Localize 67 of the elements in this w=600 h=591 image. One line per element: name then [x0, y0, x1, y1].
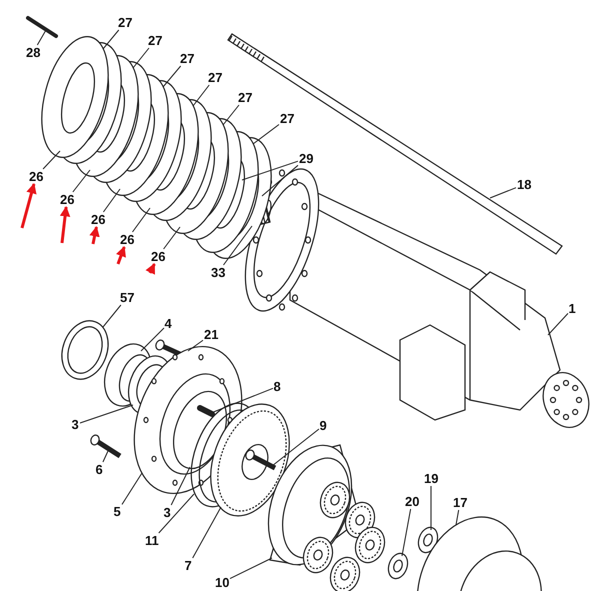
leader-line: [42, 150, 60, 170]
leader-line: [158, 494, 194, 534]
leader-line: [102, 188, 120, 212]
leader-line: [36, 30, 46, 46]
leader-line: [402, 508, 412, 556]
callout-number: 21: [204, 326, 218, 342]
leader-line: [140, 328, 164, 352]
callout-number: 7: [184, 558, 192, 572]
callout-number: 20: [405, 494, 420, 508]
callout-number: 27: [280, 110, 294, 126]
arrow: [20, 182, 37, 228]
arrow: [60, 206, 70, 244]
leader-line: [272, 428, 320, 466]
leader-line: [162, 66, 182, 88]
callout-number: 33: [211, 264, 226, 280]
callout-number: 9: [320, 418, 327, 432]
leader-line: [548, 312, 568, 336]
leader-line: [490, 187, 516, 198]
arrow: [146, 263, 156, 275]
leader-line: [163, 226, 180, 250]
leader-line: [188, 340, 204, 352]
callout-number: 3: [164, 504, 171, 520]
leader-line: [132, 48, 150, 68]
leader-line: [102, 30, 120, 50]
callout-number: 17: [453, 494, 468, 510]
callout-number: 6: [96, 462, 103, 476]
leader-line: [230, 558, 272, 580]
leader-line: [80, 404, 134, 424]
leader-line: [170, 466, 190, 506]
leader-line: [242, 160, 298, 180]
callout-number: 19: [424, 470, 438, 486]
callout-number: 26: [60, 192, 74, 206]
leader-line: [192, 84, 210, 106]
callout-number: 4: [164, 316, 172, 330]
callout-number: 27: [118, 14, 132, 30]
callout-number: 3: [72, 416, 79, 432]
callout-number: 27: [238, 90, 252, 104]
callout-number: 8: [274, 378, 281, 394]
leader-line: [72, 170, 90, 192]
callout-number: 1: [568, 300, 576, 316]
leader-line: [262, 164, 298, 196]
leader-line: [456, 510, 460, 526]
leader-line: [102, 304, 122, 328]
callout-number: 29: [299, 150, 314, 166]
leader-line: [222, 104, 240, 126]
leader-line: [210, 388, 274, 414]
leader-line: [132, 208, 150, 232]
callout-number: 10: [215, 574, 230, 590]
callout-number: 27: [148, 32, 162, 48]
callout-number: 27: [208, 70, 222, 84]
callout-number: 11: [145, 532, 159, 548]
arrow: [116, 246, 126, 265]
callout-number: 26: [120, 232, 134, 246]
arrow: [89, 226, 100, 244]
callout-number: 28: [26, 44, 40, 60]
callout-number: 5: [114, 504, 121, 518]
callout-number: 57: [120, 290, 134, 304]
leader-line: [102, 450, 108, 462]
callout-number: 26: [29, 168, 44, 184]
callout-number: 26: [151, 248, 166, 264]
callout-number: 18: [517, 176, 532, 192]
leader-line: [122, 472, 142, 505]
leader-line: [192, 506, 222, 558]
leader-line: [252, 124, 280, 144]
callout-number: 26: [91, 212, 106, 226]
callout-number: 27: [180, 50, 194, 66]
leader-line: [430, 486, 432, 530]
